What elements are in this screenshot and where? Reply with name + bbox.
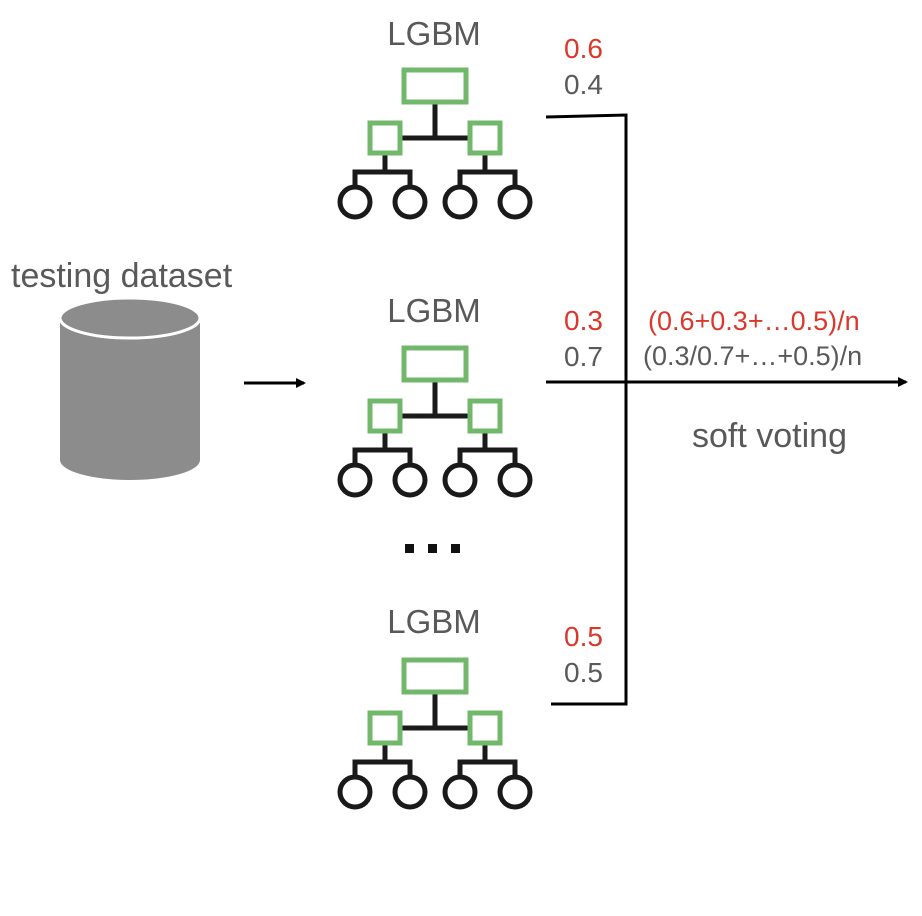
output-formula-negative: (0.3/0.7+…+0.5)/n: [643, 341, 863, 371]
model-title-1: LGBM: [387, 15, 481, 52]
decision-tree-icon: [337, 67, 533, 220]
model-3-prob-negative: 0.5: [564, 657, 603, 688]
dataset-label: testing dataset: [11, 257, 233, 295]
model-2-prob-negative: 0.7: [564, 341, 603, 372]
ellipsis-more-models: [405, 544, 460, 553]
decision-tree-icon: [337, 345, 533, 498]
model-3-prob-positive: 0.5: [564, 621, 603, 652]
model-title-3: LGBM: [387, 603, 481, 640]
model-title-2: LGBM: [387, 292, 481, 329]
vote-combiner-lines: [545, 113, 628, 706]
model-1-prob-negative: 0.4: [564, 69, 603, 100]
method-label: soft voting: [692, 417, 847, 455]
output-formula-positive: (0.6+0.3+…0.5)/n: [648, 306, 860, 336]
model-1-prob-positive: 0.6: [564, 33, 603, 64]
decision-tree-icon: [337, 657, 533, 810]
model-2-prob-positive: 0.3: [564, 305, 603, 336]
database-cylinder-icon: [58, 296, 202, 480]
